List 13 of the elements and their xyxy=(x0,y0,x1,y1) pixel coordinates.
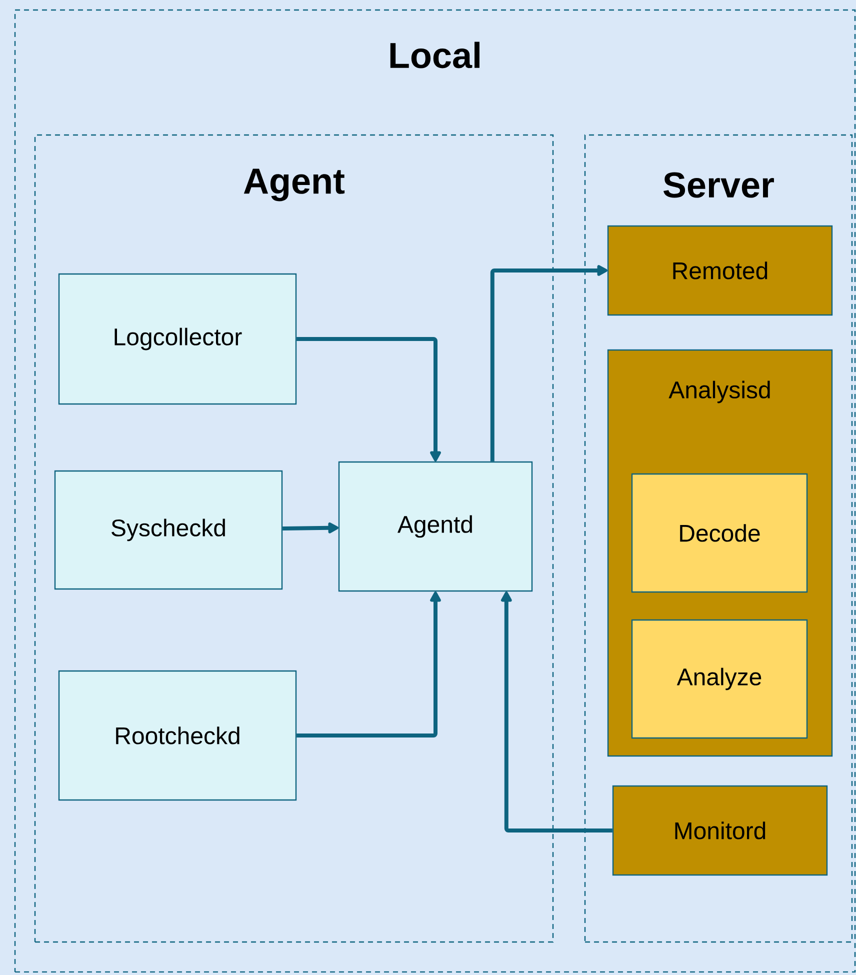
process-box: Rootcheckd xyxy=(58,670,297,801)
arrow xyxy=(282,522,338,534)
process-box: Remoted xyxy=(607,225,833,316)
process-box: Agentd xyxy=(338,461,533,592)
process-box: Analyze xyxy=(631,619,808,739)
process-box: Monitord xyxy=(612,785,828,876)
arrow xyxy=(490,265,608,462)
process-box: Syscheckd xyxy=(54,470,283,590)
process-box: Logcollector xyxy=(58,273,297,405)
arrow xyxy=(296,337,441,462)
process-box: Decode xyxy=(631,473,808,593)
arrow xyxy=(500,592,612,832)
arrow xyxy=(296,592,441,738)
